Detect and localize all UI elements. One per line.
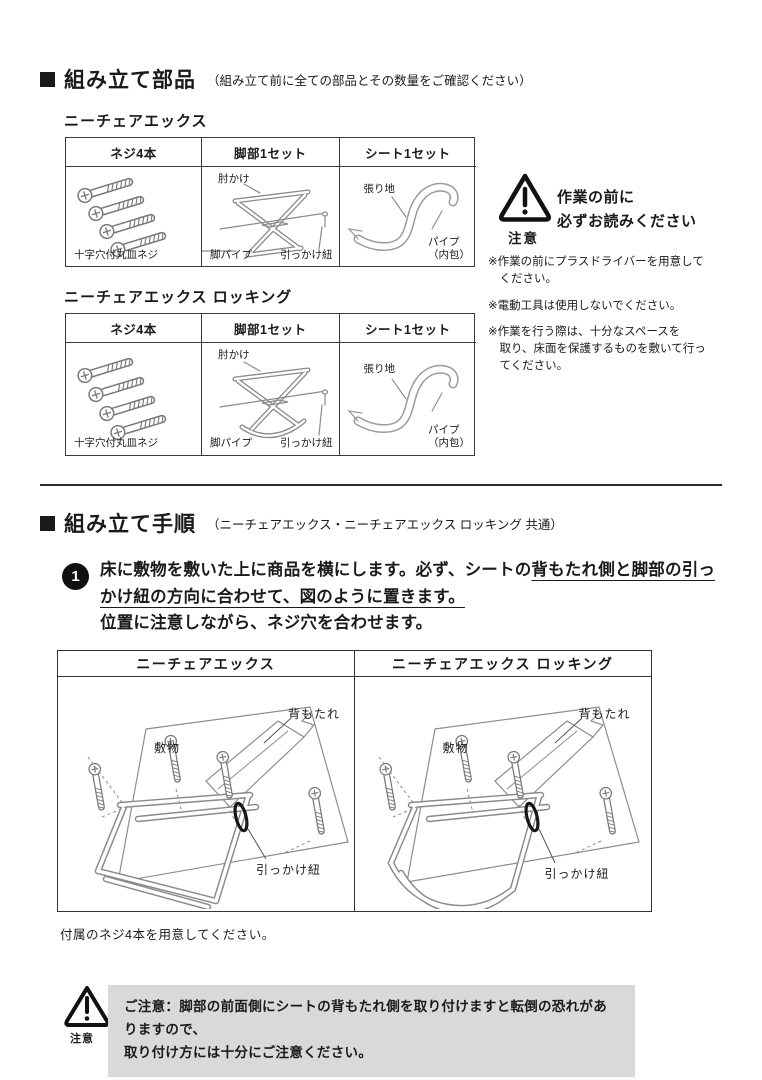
caution-triangle-icon <box>64 986 110 1027</box>
cell-screws: 十字穴付丸皿ネジ <box>66 167 201 266</box>
fabric-label: 張り地 <box>363 183 396 195</box>
cell-seat: 張り地 パイプ （内包） <box>338 343 477 455</box>
armrest-label: 肘かけ <box>218 173 250 185</box>
hook-strap-label: 引っかけ紐 <box>280 248 333 261</box>
figure-panel-title: ニーチェアエックス <box>58 651 354 677</box>
section-divider <box>40 484 722 486</box>
seat-illustration <box>346 182 459 251</box>
figure-caption: 付属のネジ4本を用意してください。 <box>60 928 275 942</box>
screw-caption: 十字穴付丸皿ネジ <box>74 436 158 449</box>
cell-legs: 肘かけ 脚パイプ 引っかけ紐 <box>201 167 339 266</box>
placement-figure: ニーチェアエックス <box>57 650 652 914</box>
step-1-text-plain: 床に敷物を敷いた上に商品を横にします。必ず、シートの <box>100 561 532 579</box>
figure-panel-title: ニーチェアエックス ロッキング <box>354 651 651 677</box>
leg-frame-illustration <box>201 183 329 258</box>
cell-seat: 張り地 パイプ （内包） <box>338 167 477 266</box>
steps-section-heading: 組み立て手順 （ニーチェアエックス・ニーチェアエックス ロッキング 共通） <box>40 508 563 538</box>
product-name-nychair-x-rocking: ニーチェアエックス ロッキング <box>64 289 293 306</box>
seat-illustration <box>346 364 459 433</box>
screw-caption: 十字穴付丸皿ネジ <box>74 248 158 261</box>
heading-square-bullet <box>40 515 55 531</box>
figure-panel-nychair-x-rocking: ニーチェアエックス ロッキング <box>354 651 652 914</box>
parts-table-nychair-x: ネジ4本 脚部1セット シート1セット 十字穴付丸皿ネジ <box>65 137 477 267</box>
backrest-label: 背もたれ <box>288 707 341 721</box>
step-1-text: 床に敷物を敷いた上に商品を横にします。必ず、シートの背もたれ側と脚部の引っかけ紐… <box>100 557 728 637</box>
caution-triangle-icon <box>498 173 552 222</box>
heading-square-bullet <box>40 71 55 87</box>
col-header-seat: シート1セット <box>338 314 476 343</box>
parts-table-nychair-x-rocking: ネジ4本 脚部1セット シート1セット 十字穴付丸皿ネジ <box>65 313 477 456</box>
hook-strap-label: 引っかけ紐 <box>280 436 333 449</box>
caution-note-screwdriver: ※作業の前にプラスドライバーを用意して ください。 <box>488 256 704 286</box>
caution-notes: ※作業の前にプラスドライバーを用意して ください。 ※電動工具は使用しないでくだ… <box>488 254 742 385</box>
leg-pipe-label: 脚パイプ <box>210 248 252 261</box>
rocking-leg-frame-illustration <box>219 361 329 439</box>
mat-label: 敷物 <box>442 741 469 755</box>
caution-word: 注意 <box>70 1033 94 1045</box>
step-1-text-line2: 位置に注意しながら、ネジ穴を合わせます。 <box>100 614 433 633</box>
col-header-legs: 脚部1セット <box>201 138 339 167</box>
steps-section-title: 組み立て手順 <box>64 513 196 536</box>
parts-section-subtitle: （組み立て前に全ての部品とその数量をご確認ください） <box>207 73 532 88</box>
caution-word: 注意 <box>508 231 539 246</box>
figure-panel-illustration: 敷物 背もたれ 引っかけ紐 <box>58 677 354 911</box>
parts-section-heading: 組み立て部品 （組み立て前に全ての部品とその数量をご確認ください） <box>40 64 532 94</box>
caution-note-space-floor: ※作業を行う際は、十分なスペースを 取り、床面を保護するものを敷いて行っ てくだ… <box>488 325 706 373</box>
leg-pipe-label: 脚パイプ <box>210 436 252 449</box>
read-before-work-headline: 作業の前に 必ずお読みください <box>557 189 697 230</box>
steps-section-subtitle: （ニーチェアエックス・ニーチェアエックス ロッキング 共通） <box>207 517 563 532</box>
figure-panel-illustration: 敷物 背もたれ 引っかけ紐 <box>355 677 652 914</box>
armrest-label: 肘かけ <box>218 349 250 361</box>
col-header-legs: 脚部1セット <box>201 314 339 343</box>
chair-placement-drawing <box>87 706 349 911</box>
product-name-nychair-x: ニーチェアエックス <box>64 113 208 130</box>
hook-strap-label: 引っかけ紐 <box>544 867 610 881</box>
bottom-caution-note: ご注意：脚部の前面側にシートの背もたれ側を取り付けますと転倒の恐れがありますので… <box>108 985 635 1077</box>
hook-strap-label: 引っかけ紐 <box>256 863 322 877</box>
col-header-seat: シート1セット <box>338 138 476 167</box>
pipe-label: パイプ （内包） <box>428 235 470 261</box>
figure-panel-nychair-x: ニーチェアエックス <box>58 651 355 911</box>
col-header-screws: ネジ4本 <box>66 314 201 343</box>
col-header-screws: ネジ4本 <box>66 138 201 167</box>
pipe-label: パイプ （内包） <box>428 423 470 449</box>
parts-section-title: 組み立て部品 <box>64 69 196 92</box>
cell-screws: 十字穴付丸皿ネジ <box>66 343 201 455</box>
step-1-number: 1 <box>62 563 89 590</box>
caution-note-no-power-tools: ※電動工具は使用しないでください。 <box>488 299 682 312</box>
rocking-chair-placement-drawing <box>378 706 640 914</box>
cell-legs: 肘かけ 脚パイプ 引っかけ紐 <box>201 343 339 455</box>
mat-label: 敷物 <box>154 741 181 755</box>
backrest-label: 背もたれ <box>578 707 631 721</box>
step-1-text-underlined: 背もたれ側と脚部の引っかけ紐の方向に合わせて、図のように置きます。 <box>100 561 716 606</box>
fabric-label: 張り地 <box>363 363 396 375</box>
